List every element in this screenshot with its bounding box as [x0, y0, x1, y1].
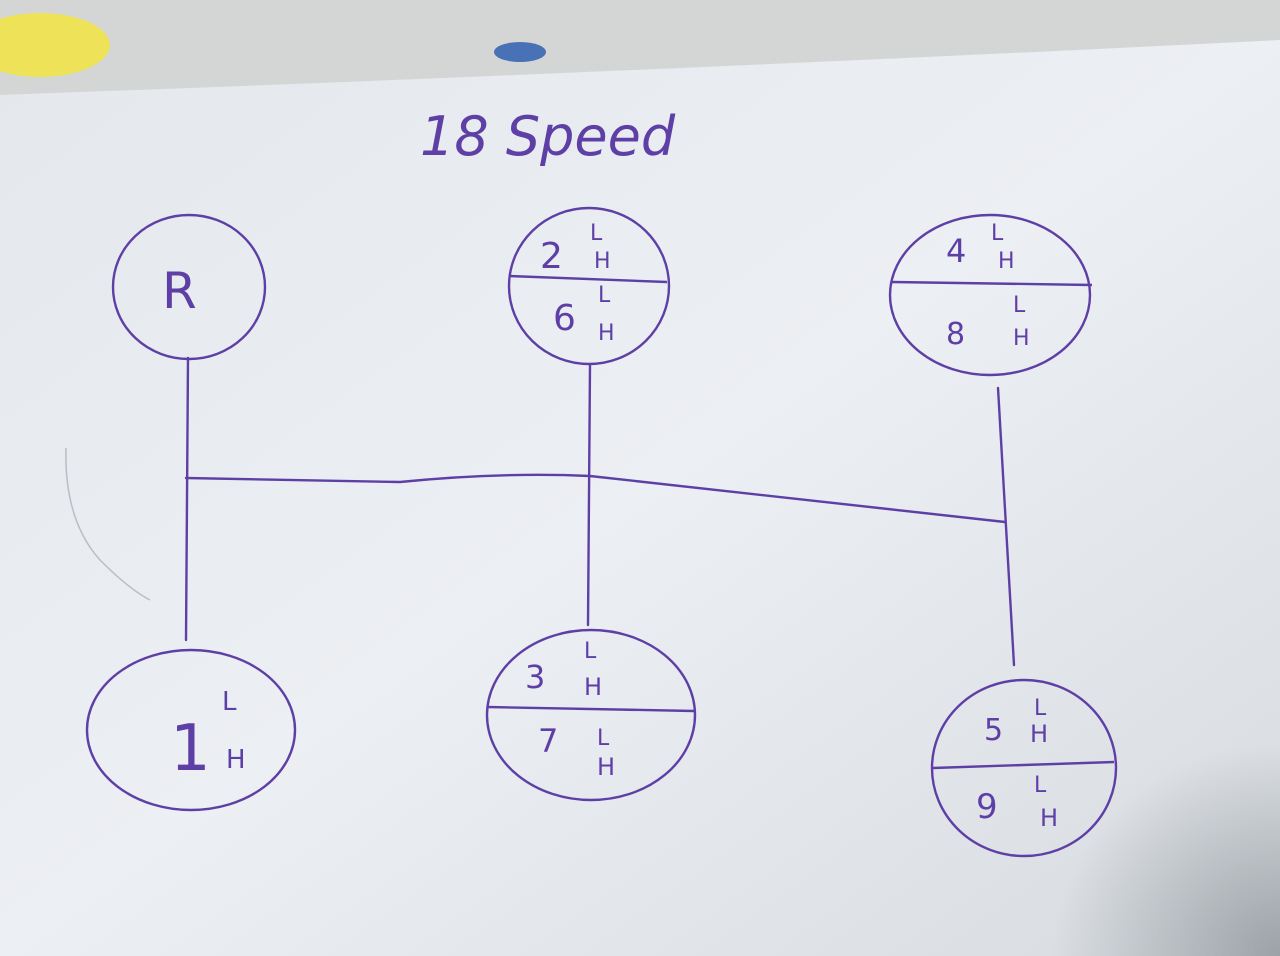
shift-rails: [184, 356, 1016, 667]
neutral-rail: [184, 473, 1007, 524]
gear-label-8: 8: [946, 317, 965, 352]
divider-2-6: [508, 274, 668, 284]
paper-shadow: [900, 600, 1280, 956]
gear-label-1: 1: [170, 712, 211, 786]
range-high-2: H: [594, 249, 611, 274]
yellow-stain: [0, 13, 110, 77]
gear-circle-2-6: [507, 206, 671, 366]
gear-label-5: 5: [984, 713, 1003, 748]
diagram-title: 18 Speed: [420, 105, 676, 168]
range-low-7: L: [597, 726, 610, 751]
gear-label-7: 7: [538, 722, 558, 760]
divider-3-7: [487, 705, 695, 713]
blue-stain: [494, 42, 546, 62]
pencil-mark: [65, 447, 151, 601]
gear-circles: [85, 206, 1118, 858]
gear-label-4: 4: [946, 232, 966, 270]
range-high-5: H: [1030, 720, 1048, 748]
gear-label-6: 6: [553, 298, 576, 339]
rail-4-5: [996, 386, 1016, 667]
range-high-8: H: [1013, 326, 1030, 351]
rail-r-1: [184, 356, 190, 642]
gear-circle-5-9: [930, 678, 1118, 858]
gear-label-r: R: [162, 262, 197, 320]
gear-circle-r: [111, 213, 267, 361]
range-low-9: L: [1034, 773, 1047, 798]
gear-label-9: 9: [976, 787, 998, 827]
gear-circle-3-7: [485, 628, 697, 802]
divider-5-9: [932, 760, 1115, 770]
range-low-6: L: [598, 283, 611, 308]
range-low-8: L: [1013, 293, 1026, 318]
rail-2-3: [586, 363, 592, 627]
range-low-2: L: [590, 221, 603, 246]
range-high-4: H: [998, 249, 1015, 274]
gear-label-2: 2: [540, 236, 563, 277]
range-low-4: L: [991, 221, 1004, 246]
gear-label-3: 3: [525, 658, 545, 696]
range-high-6: H: [598, 321, 615, 346]
range-low-1: L: [222, 687, 237, 717]
gear-labels: R 1 L H 2 L H 6 L H 3 L H 7 L H 4 L H 8 …: [162, 221, 1058, 832]
range-low-3: L: [584, 639, 597, 664]
range-high-9: H: [1040, 804, 1058, 832]
range-high-3: H: [584, 673, 602, 701]
range-low-5: L: [1034, 696, 1047, 721]
range-high-7: H: [597, 753, 615, 781]
divider-4-8: [891, 280, 1093, 287]
range-high-1: H: [226, 745, 246, 775]
gear-circle-4-8: [888, 213, 1092, 377]
gear-circle-1: [85, 648, 297, 812]
